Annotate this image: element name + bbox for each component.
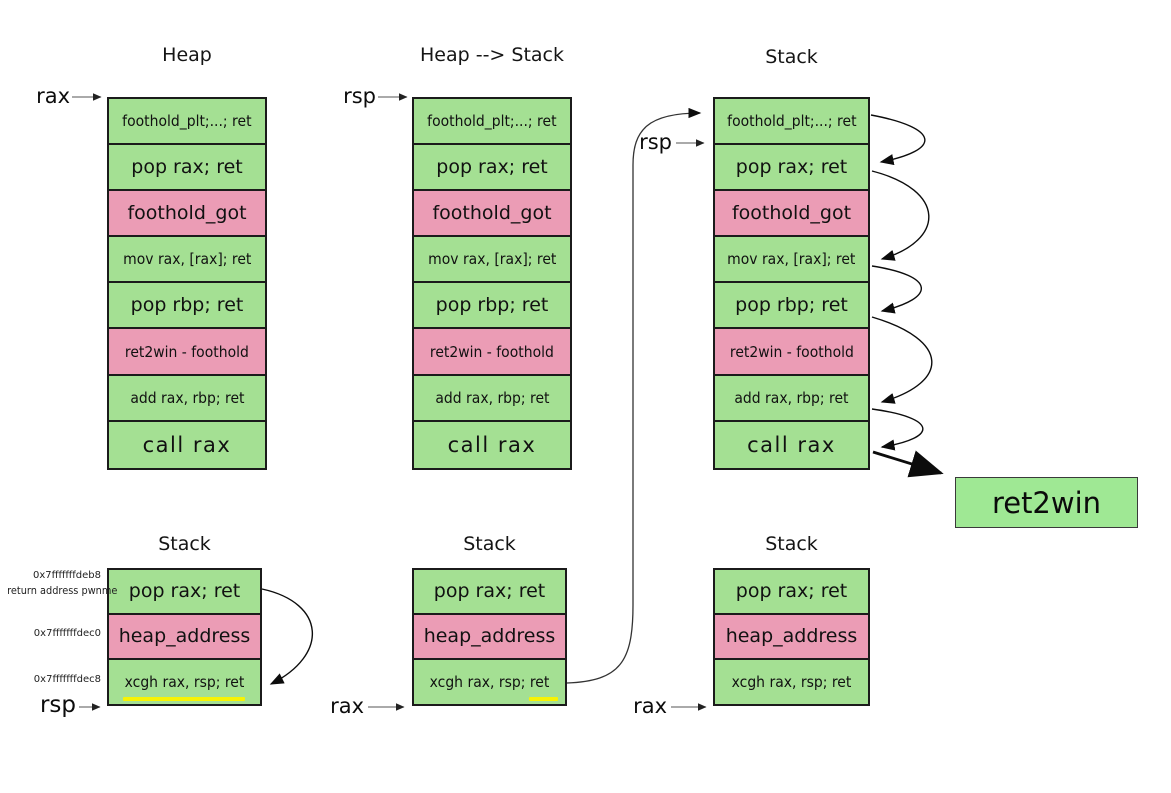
heap-to-stack-title: Heap --> Stack [420, 44, 564, 66]
stack-row-xcgh-rax-rsp-ret: xcgh rax, rsp; ret [414, 659, 565, 705]
rsp-pointer-label-top-middle: rsp [343, 84, 376, 108]
rax-pointer-label-top: rax [36, 84, 70, 108]
row-label: call rax [447, 432, 537, 457]
stack-row-pop-rax-ret: pop rax; ret [715, 570, 868, 615]
stack-row-pop-rax-ret: pop rax; ret [109, 145, 265, 192]
stack-title-bottom-right: Stack [765, 533, 818, 555]
stack-row-pop-rbp-ret: pop rbp; ret [109, 283, 265, 330]
stack-row-pop-rbp-ret: pop rbp; ret [715, 283, 868, 330]
stack-row-add-rax-rbp-ret: add rax, rbp; ret [414, 375, 570, 422]
row-label: mov rax, [rax]; ret [727, 250, 856, 269]
ret2win-label: ret2win [991, 485, 1102, 520]
row-label: pop rax; ret [436, 156, 548, 179]
ret2win-box: ret2win [955, 477, 1138, 528]
row-label: pop rax; ret [131, 156, 243, 179]
stack-row-pop-rax-ret: pop rax; ret [414, 570, 565, 615]
row-label: foothold_plt;...; ret [427, 112, 557, 131]
return-address-pwnme-label: return address pwnme [7, 585, 118, 597]
rax-pointer-label-bottom-middle: rax [330, 694, 364, 718]
gadget-flow-arrows [870, 114, 933, 451]
row-label: foothold_plt;...; ret [726, 112, 857, 131]
stack-title-bottom-middle: Stack [463, 533, 516, 555]
row-label: pop rax; ret [735, 156, 848, 179]
row-label: pop rax; ret [735, 580, 848, 603]
stack-row-xcgh-rax-rsp-ret: xcgh rax, rsp; ret [715, 659, 868, 705]
stack-row-ret2win-foothold: ret2win - foothold [414, 329, 570, 376]
row-label: xcgh rax, rsp; ret [429, 672, 550, 691]
row-label: ret2win - foothold [125, 342, 249, 361]
stack-pivot-arrow [566, 107, 702, 684]
row-label: pop rbp; ret [735, 294, 848, 317]
row-label: add rax, rbp; ret [129, 388, 245, 407]
row-label: foothold_got [432, 202, 552, 225]
call-rax-to-ret2win-arrow [872, 450, 944, 478]
row-label: call rax [142, 432, 232, 457]
stack-row-pop-rbp-ret: pop rbp; ret [414, 283, 570, 330]
rsp-pointer-label-bottom-left: rsp [39, 692, 76, 718]
stack-row-foothold-got: foothold_got [715, 191, 868, 238]
stack-row-heap-address: heap_address [109, 614, 260, 660]
stack-gadget-stack: foothold_plt;...; ret pop rax; ret foothol… [713, 97, 870, 470]
row-label: mov rax, [rax]; ret [427, 250, 557, 269]
row-label: foothold_got [127, 202, 247, 225]
stack-row-mov-rax-rax-ret: mov rax, [rax]; ret [109, 237, 265, 284]
stack-row-call-rax: call rax [715, 421, 868, 468]
row-label: ret2win - foothold [430, 342, 554, 361]
row-label: heap_address [423, 625, 556, 648]
heap-to-stack-gadget-stack: foothold_plt;...; ret pop rax; ret foothol… [412, 97, 572, 470]
stack-row-call-rax: call rax [109, 421, 265, 468]
row-label: foothold_plt;...; ret [122, 112, 252, 131]
row-label: xcgh rax, rsp; ret [124, 672, 245, 691]
stack-row-foothold-got: foothold_got [109, 191, 265, 238]
stack-address-dec8: 0x7fffffffdec8 [33, 674, 101, 685]
row-label: pop rbp; ret [435, 294, 549, 317]
stack-row-call-rax: call rax [414, 421, 570, 468]
stack-address-deb8: 0x7fffffffdeb8 [32, 570, 101, 581]
stack-row-xcgh-rax-rsp-ret: xcgh rax, rsp; ret [109, 659, 260, 705]
heap-title: Heap [162, 44, 212, 66]
stack-row-ret2win-foothold: ret2win - foothold [109, 329, 265, 376]
row-label: add rax, rbp; ret [734, 388, 849, 407]
stack-row-add-rax-rbp-ret: add rax, rbp; ret [109, 375, 265, 422]
row-label: add rax, rbp; ret [434, 388, 550, 407]
row-label: pop rax; ret [128, 580, 241, 603]
stack-row-foothold-plt-ret: foothold_plt;...; ret [715, 99, 868, 146]
row-label: xcgh rax, rsp; ret [731, 672, 852, 691]
rsp-pointer-label-top-right: rsp [639, 130, 672, 154]
stack-row-heap-address: heap_address [715, 614, 868, 660]
stack-row-heap-address: heap_address [414, 614, 565, 660]
stack-row-foothold-plt-ret: foothold_plt;...; ret [109, 99, 265, 146]
stack-row-add-rax-rbp-ret: add rax, rbp; ret [715, 375, 868, 422]
row-label: heap_address [725, 625, 858, 648]
stack-row-foothold-plt-ret: foothold_plt;...; ret [414, 99, 570, 146]
row-label: mov rax, [rax]; ret [122, 250, 252, 269]
row-label: call rax [747, 432, 836, 457]
rax-pointer-label-bottom-right: rax [633, 694, 667, 718]
row-label: ret2win - foothold [729, 342, 854, 361]
row-label: pop rax; ret [433, 580, 546, 603]
stack-title-top-right: Stack [765, 46, 818, 68]
pop-rax-to-xcgh-arrow [261, 588, 313, 685]
yellow-highlight-underline [123, 697, 245, 702]
row-label: pop rbp; ret [130, 294, 244, 317]
stack-address-dec0: 0x7fffffffdec0 [33, 628, 101, 639]
stack-row-ret2win-foothold: ret2win - foothold [715, 329, 868, 376]
heap-gadget-stack: foothold_plt;...; ret pop rax; ret foothol… [107, 97, 267, 470]
stack-title-bottom-left: Stack [158, 533, 211, 555]
stack-row-foothold-got: foothold_got [414, 191, 570, 238]
stack-row-pop-rax-ret: pop rax; ret [715, 145, 868, 192]
yellow-highlight-underline [529, 697, 558, 702]
stack-row-pop-rax-ret: pop rax; ret [109, 570, 260, 615]
stack-row-mov-rax-rax-ret: mov rax, [rax]; ret [414, 237, 570, 284]
row-label: foothold_got [731, 202, 852, 225]
stack-row-pop-rax-ret: pop rax; ret [414, 145, 570, 192]
row-label: heap_address [118, 625, 251, 648]
stack-row-mov-rax-rax-ret: mov rax, [rax]; ret [715, 237, 868, 284]
